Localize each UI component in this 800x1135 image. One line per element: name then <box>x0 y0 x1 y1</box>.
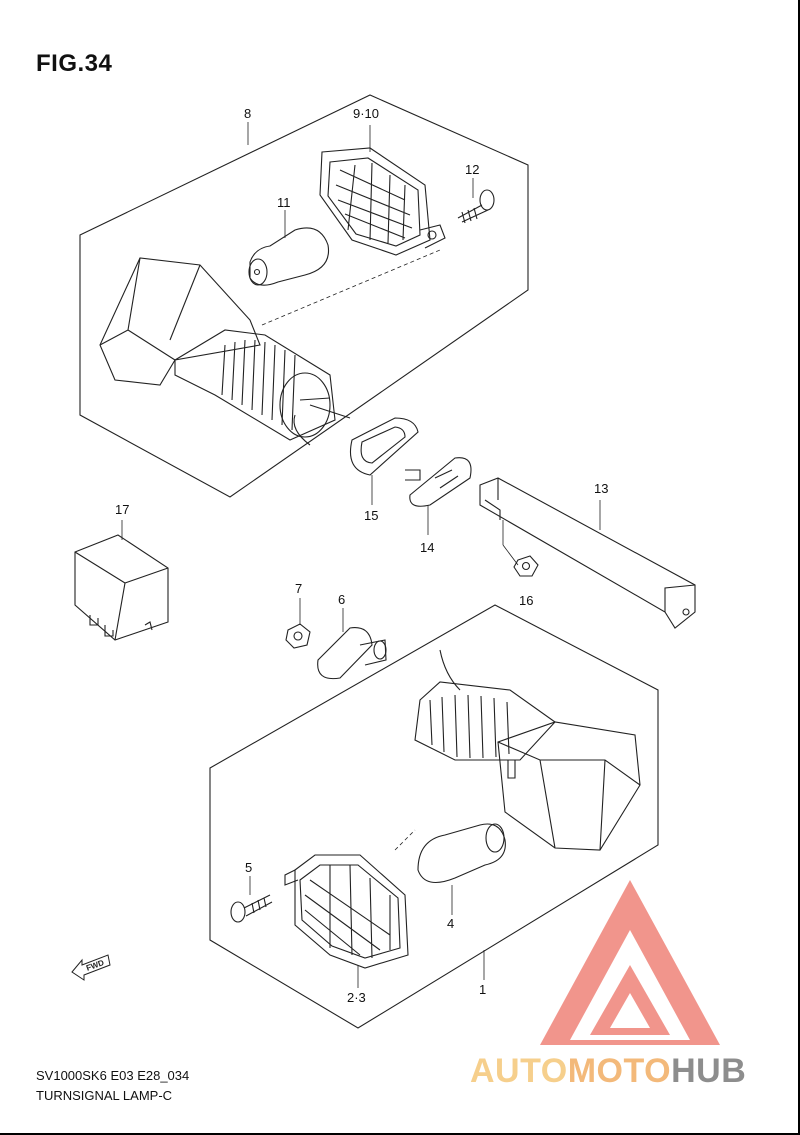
housing-lower-drawing <box>414 649 641 851</box>
callout-1: 1 <box>479 982 486 997</box>
dash-line-lower <box>394 829 416 851</box>
watermark-moto: MOTO <box>567 1052 672 1090</box>
callout-11: 11 <box>277 195 291 210</box>
lens-upper-drawing <box>319 147 446 256</box>
assembly-boundary-upper <box>79 94 529 498</box>
watermark-auto: AUTO <box>470 1052 568 1090</box>
bulb-upper-drawing <box>248 227 330 286</box>
housing-upper-drawing <box>99 257 351 446</box>
callout-2-3: 2·3 <box>347 990 366 1005</box>
callout-7: 7 <box>295 581 302 596</box>
watermark-text: AUTOMOTOHUB <box>470 1052 746 1091</box>
callout-16: 16 <box>519 593 533 608</box>
callout-15: 15 <box>364 508 378 523</box>
callout-12: 12 <box>465 162 479 177</box>
callout-6: 6 <box>338 592 345 607</box>
callout-9-10: 9·10 <box>353 106 379 121</box>
screw-upper-drawing <box>457 189 495 224</box>
callout-5: 5 <box>245 860 252 875</box>
lens-lower-drawing <box>284 854 409 969</box>
callout-13: 13 <box>594 481 608 496</box>
nut-7-drawing <box>285 623 311 649</box>
model-code: SV1000SK6 E03 E28_034 <box>36 1068 190 1083</box>
relay-17-drawing <box>74 534 169 641</box>
bulb-lower-drawing <box>417 823 506 884</box>
dash-line-upper <box>261 249 441 326</box>
callout-14: 14 <box>420 540 434 555</box>
bracket-13-drawing <box>479 477 696 629</box>
gasket-15-drawing <box>349 417 419 476</box>
gasket-6-drawing <box>317 627 387 680</box>
gasket-14-drawing <box>405 457 472 507</box>
screw-lower-drawing <box>230 894 273 923</box>
callout-4: 4 <box>447 916 454 931</box>
automotohub-logo-icon <box>540 880 720 1045</box>
callout-8: 8 <box>244 106 251 121</box>
watermark-hub: HUB <box>671 1052 747 1090</box>
assembly-boundary-lower <box>209 604 659 1029</box>
leader-16b <box>502 544 519 566</box>
nut-16-drawing <box>513 555 539 577</box>
fwd-arrow-icon: FWD <box>71 954 111 981</box>
part-name: TURNSIGNAL LAMP-C <box>36 1088 173 1103</box>
callout-17: 17 <box>115 502 129 517</box>
figure-title: FIG.34 <box>36 50 113 77</box>
